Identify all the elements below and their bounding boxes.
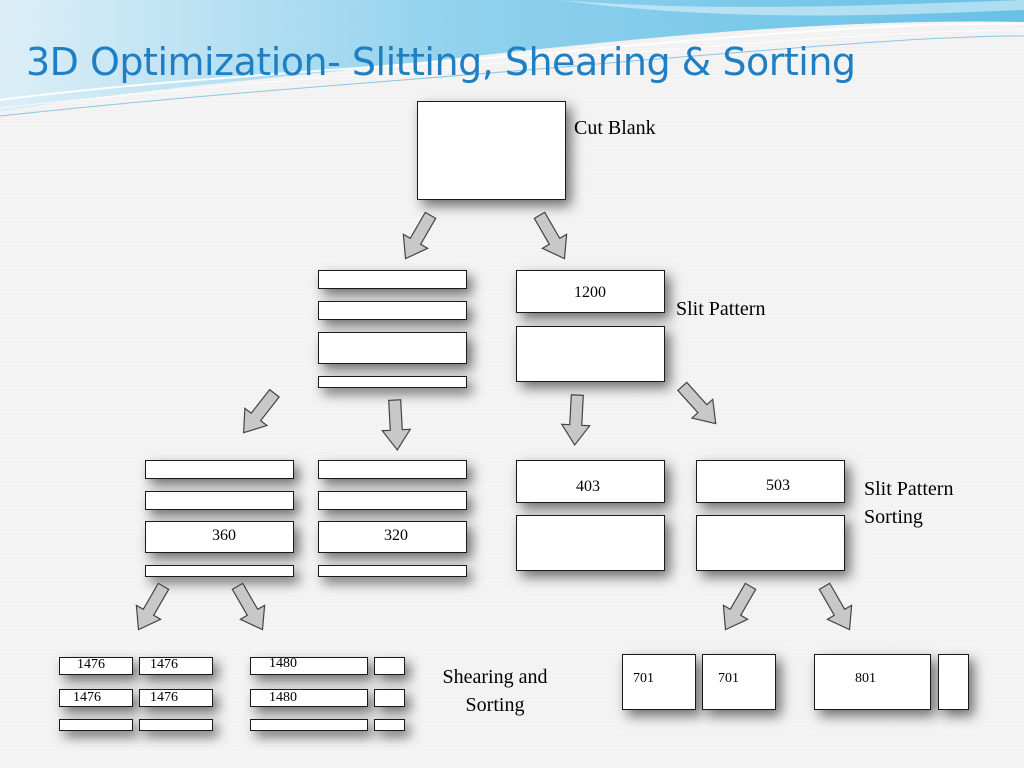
arrow-down-right-icon <box>533 211 568 262</box>
sheet-701 <box>622 654 696 710</box>
sheet-scrap <box>250 719 368 731</box>
slit-strip <box>696 515 845 571</box>
sheet-1476 <box>59 689 133 707</box>
slit-width-label: 403 <box>576 478 600 495</box>
sheet-length-label: 1476 <box>150 690 178 705</box>
slit-strip-360 <box>145 521 294 553</box>
slit-strip <box>318 565 467 577</box>
sheet-length-label: 701 <box>718 671 739 686</box>
arrow-down-right-icon <box>818 582 853 633</box>
sheet-scrap <box>374 719 405 731</box>
slit-width-label: 360 <box>212 527 236 544</box>
sheet-length-label: 1476 <box>150 657 178 672</box>
slit-width-label: 320 <box>384 527 408 544</box>
slit-strip <box>145 460 294 479</box>
slit-strip <box>516 515 665 571</box>
sheet-1480 <box>250 657 368 675</box>
cut-blank-box <box>417 101 566 200</box>
sheet-length-label: 801 <box>855 671 876 686</box>
slit-pattern-label: Slit Pattern <box>676 298 766 320</box>
slit-strip-403 <box>516 460 665 503</box>
shearing-sorting-label-line1: Shearing and <box>442 666 548 688</box>
arrow-down-icon <box>560 394 591 447</box>
cut-blank-label: Cut Blank <box>574 117 656 139</box>
arrow-down-left-icon <box>242 388 280 438</box>
sheet-length-label: 1476 <box>73 690 101 705</box>
sheet-remnant <box>938 654 969 710</box>
slit-strip <box>145 491 294 510</box>
sheet-length-label: 1476 <box>77 657 105 672</box>
sheet-remnant <box>374 657 405 675</box>
slit-strip <box>318 332 467 364</box>
arrow-down-left-icon <box>135 582 170 633</box>
arrow-down-left-icon <box>722 582 757 633</box>
slit-strip-1200 <box>516 270 665 313</box>
arrow-down-left-icon <box>402 211 437 262</box>
sheet-1476 <box>59 657 133 675</box>
sheet-length-label: 1480 <box>269 656 297 671</box>
sheet-1476 <box>139 657 213 675</box>
decorative-wave-header <box>0 0 1024 117</box>
sheet-length-label: 1480 <box>269 690 297 705</box>
slit-strip <box>318 491 467 510</box>
slit-strip <box>318 460 467 479</box>
slit-strip <box>516 326 665 382</box>
sheet-length-label: 701 <box>633 671 654 686</box>
arrow-down-right-icon <box>231 582 266 633</box>
sheet-remnant <box>374 689 405 707</box>
sheet-scrap <box>139 719 213 731</box>
sheet-scrap <box>59 719 133 731</box>
slit-pattern-sorting-label-line1: Slit Pattern <box>864 478 954 500</box>
sheet-701 <box>702 654 776 710</box>
slit-strip <box>318 376 467 388</box>
slit-width-label: 1200 <box>574 284 606 301</box>
sheet-801 <box>814 654 931 710</box>
slit-strip <box>318 301 467 320</box>
shearing-sorting-label-line2: Sorting <box>465 694 525 716</box>
slit-strip-503 <box>696 460 845 503</box>
slit-strip-320 <box>318 521 467 553</box>
slit-width-label: 503 <box>766 477 790 494</box>
slit-strip <box>145 565 294 577</box>
slit-strip <box>318 270 467 289</box>
slide-title: 3D Optimization- Slitting, Shearing & So… <box>26 40 856 84</box>
sheet-1476 <box>139 689 213 707</box>
arrow-down-right-icon <box>676 380 717 430</box>
arrow-down-icon <box>381 399 412 452</box>
sheet-1480 <box>250 689 368 707</box>
slit-pattern-sorting-label-line2: Sorting <box>864 506 923 528</box>
